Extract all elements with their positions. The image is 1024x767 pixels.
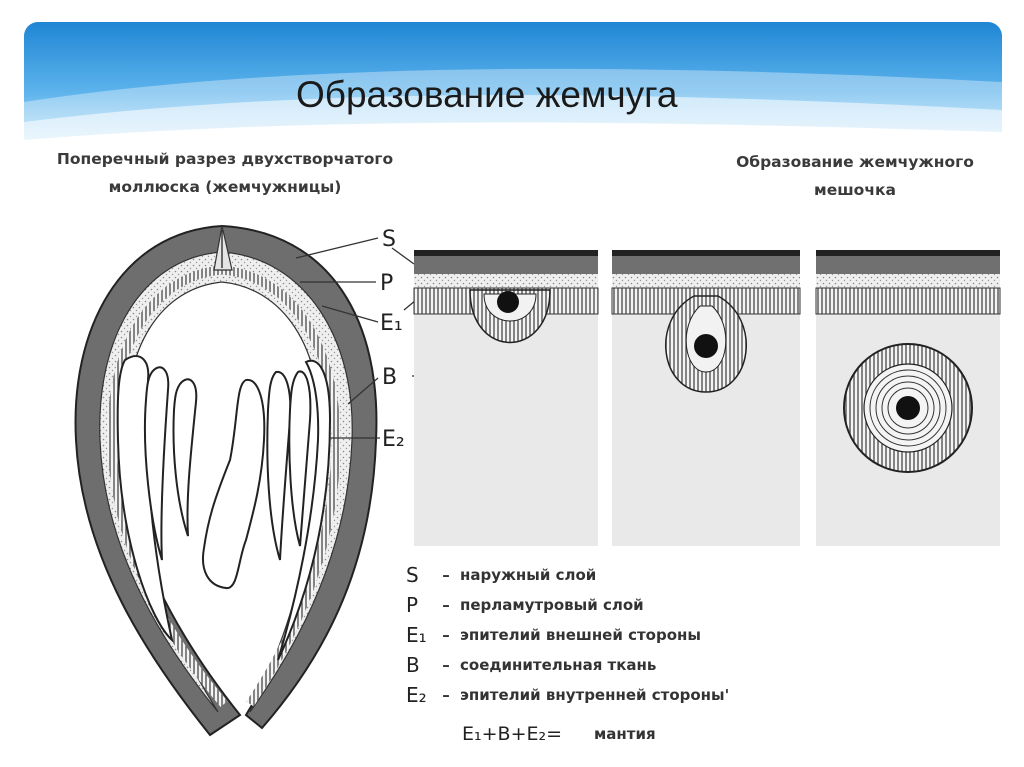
legend-symbol: E₂ bbox=[406, 683, 432, 707]
legend: S – наружный слой P – перламутровый слой… bbox=[406, 560, 826, 710]
label-P: P bbox=[380, 271, 393, 296]
legend-dash: – bbox=[432, 656, 460, 674]
legend-symbol: E₁ bbox=[406, 623, 432, 647]
legend-text: соединительная ткань bbox=[460, 656, 656, 674]
legend-symbol: S bbox=[406, 563, 432, 587]
legend-dash: – bbox=[432, 566, 460, 584]
formula-result: мантия bbox=[594, 725, 656, 743]
legend-text: эпителий внутренней стороны' bbox=[460, 686, 729, 704]
legend-item: S – наружный слой bbox=[406, 560, 826, 590]
label-S: S bbox=[382, 227, 396, 252]
legend-item: P – перламутровый слой bbox=[406, 590, 826, 620]
legend-dash: – bbox=[432, 626, 460, 644]
legend-formula: E₁+B+E₂= мантия bbox=[462, 720, 656, 748]
sac-stage-1 bbox=[414, 250, 598, 546]
legend-symbol: B bbox=[406, 653, 432, 677]
legend-item: B – соединительная ткань bbox=[406, 650, 826, 680]
legend-item: E₁ – эпителий внешней стороны bbox=[406, 620, 826, 650]
legend-item: E₂ – эпителий внутренней стороны' bbox=[406, 680, 826, 710]
formula-expression: E₁+B+E₂= bbox=[462, 723, 562, 745]
mollusc-cross-section bbox=[76, 226, 377, 735]
legend-dash: – bbox=[432, 686, 460, 704]
gill-right-inner-2 bbox=[289, 371, 310, 546]
label-E2: E₂ bbox=[382, 427, 405, 452]
label-B: B bbox=[382, 365, 397, 390]
legend-dash: – bbox=[432, 596, 460, 614]
sac-stage-2 bbox=[612, 250, 800, 546]
legend-symbol: P bbox=[406, 593, 432, 617]
label-E1: E₁ bbox=[380, 311, 403, 336]
gill-right-inner-1 bbox=[267, 372, 290, 560]
sac-stage-3 bbox=[816, 250, 1000, 546]
legend-text: эпителий внешней стороны bbox=[460, 626, 701, 644]
legend-text: наружный слой bbox=[460, 566, 596, 584]
foot bbox=[203, 380, 264, 588]
legend-text: перламутровый слой bbox=[460, 596, 644, 614]
gill-left-inner-2 bbox=[174, 379, 197, 536]
